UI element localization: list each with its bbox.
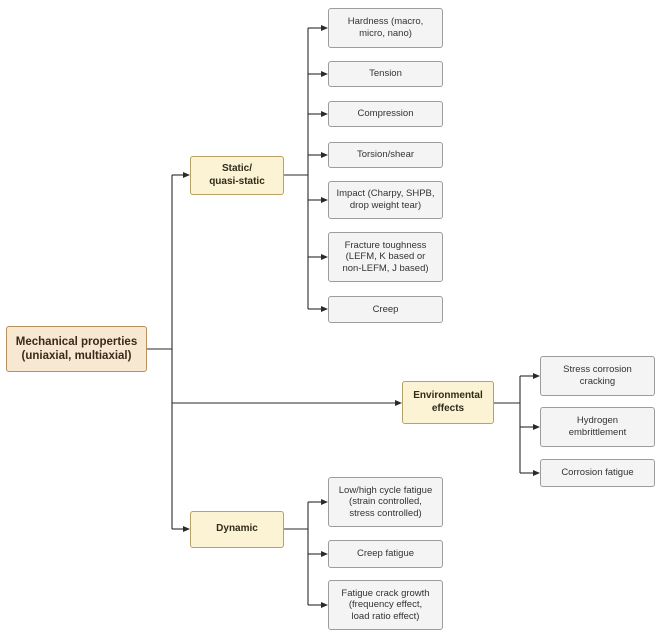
arrow-dynamic-1 [321,499,328,505]
arrow-environmental-2 [533,424,540,430]
arrow-dynamic-2 [321,551,328,557]
static-item-fracture-toughness: Fracture toughness (LEFM, K based or non… [328,232,443,282]
static-item-torsion-shear: Torsion/shear [328,142,443,168]
category-static: Static/ quasi-static [190,156,284,195]
category-environmental: Environmental effects [402,381,494,424]
static-item-creep: Creep [328,296,443,323]
static-item-compression: Compression [328,101,443,127]
environmental-item-stress-corrosion: Stress corrosion cracking [540,356,655,396]
arrow-environmental [395,400,402,406]
arrow-static-6 [321,254,328,260]
arrow-dynamic-3 [321,602,328,608]
category-dynamic: Dynamic [190,511,284,548]
dynamic-item-fatigue-crack-growth: Fatigue crack growth (frequency effect, … [328,580,443,630]
dynamic-item-cycle-fatigue: Low/high cycle fatigue (strain controlle… [328,477,443,527]
arrow-static-1 [321,25,328,31]
arrow-environmental-1 [533,373,540,379]
static-item-tension: Tension [328,61,443,87]
arrow-environmental-3 [533,470,540,476]
root-node: Mechanical properties (uniaxial, multiax… [6,326,147,372]
static-item-impact: Impact (Charpy, SHPB, drop weight tear) [328,181,443,219]
environmental-item-corrosion-fatigue: Corrosion fatigue [540,459,655,487]
arrow-static-3 [321,111,328,117]
dynamic-item-creep-fatigue: Creep fatigue [328,540,443,568]
arrow-static-2 [321,71,328,77]
arrow-static [183,172,190,178]
arrow-static-5 [321,197,328,203]
arrow-static-4 [321,152,328,158]
arrow-dynamic [183,526,190,532]
environmental-item-hydrogen-embrittlement: Hydrogen embrittlement [540,407,655,447]
arrow-static-7 [321,306,328,312]
static-item-hardness: Hardness (macro, micro, nano) [328,8,443,48]
